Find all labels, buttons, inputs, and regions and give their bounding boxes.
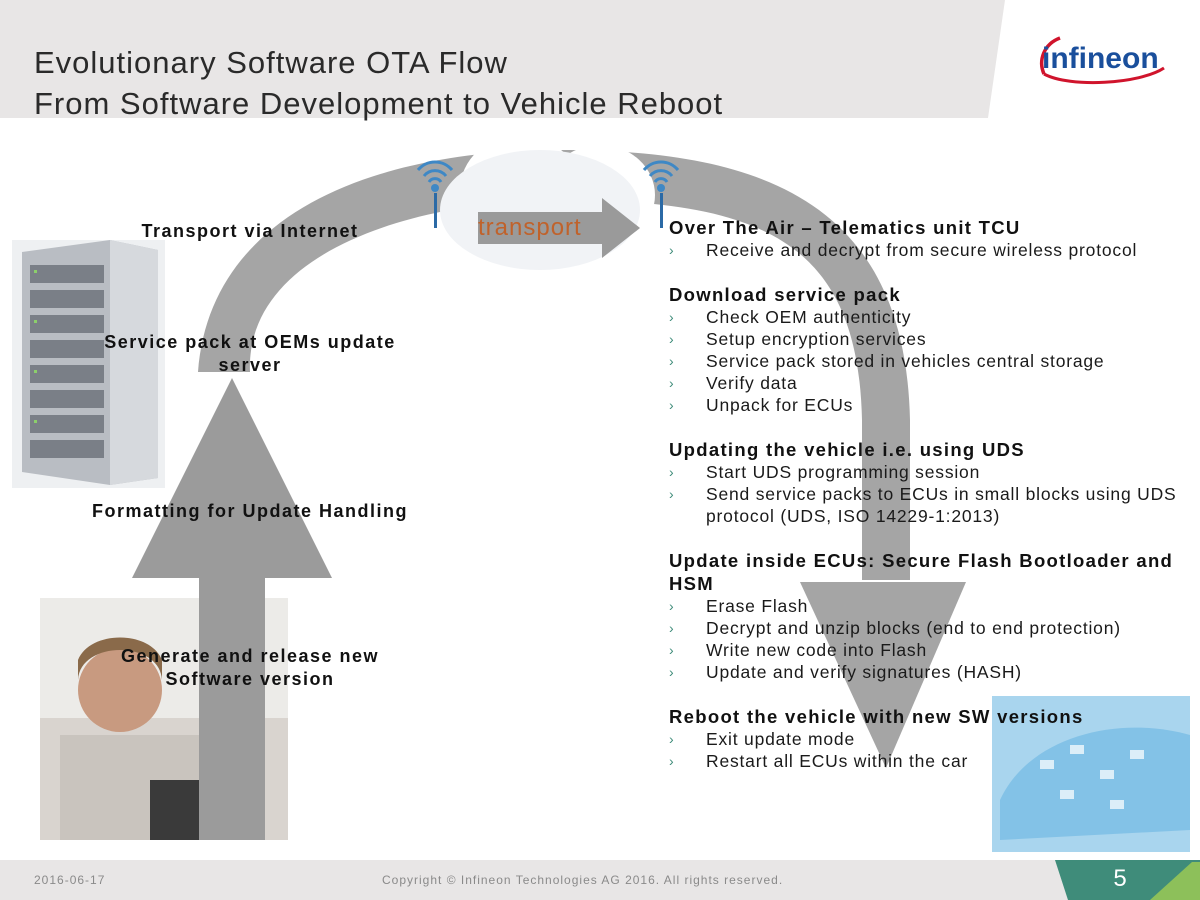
infineon-logo: infineon bbox=[1039, 36, 1165, 85]
item-text: Erase Flash bbox=[706, 596, 809, 616]
section-item: › Setup encryption services bbox=[669, 328, 1179, 350]
title-line-1: Evolutionary Software OTA Flow bbox=[34, 45, 508, 80]
section-item: › Verify data bbox=[669, 372, 1179, 394]
bullet-chevron-icon: › bbox=[669, 486, 675, 502]
section-item: › Receive and decrypt from secure wireles… bbox=[669, 239, 1179, 261]
item-text: Exit update mode bbox=[706, 729, 855, 749]
section-title: Updating the vehicle i.e. using UDS bbox=[669, 439, 1025, 460]
generate-line-2: Software version bbox=[165, 669, 335, 689]
bullet-chevron-icon: › bbox=[669, 397, 675, 413]
page-title: Evolutionary Software OTA Flow From Soft… bbox=[34, 42, 723, 124]
ota-section: Updating the vehicle i.e. using UDS › Star… bbox=[669, 438, 1179, 527]
section-item: › Update and verify signatures (HASH) bbox=[669, 661, 1179, 683]
section-title: Over The Air – Telematics unit TCU bbox=[669, 217, 1021, 238]
section-title: Download service pack bbox=[669, 284, 901, 305]
label-transport: transport bbox=[478, 214, 582, 241]
footer-date: 2016-06-17 bbox=[34, 873, 106, 887]
bullet-chevron-icon: › bbox=[669, 620, 675, 636]
item-text: Check OEM authenticity bbox=[706, 307, 912, 327]
up-arrow-head bbox=[132, 378, 332, 578]
label-formatting: Formatting for Update Handling bbox=[92, 501, 408, 521]
footer-copyright: Copyright © Infineon Technologies AG 201… bbox=[382, 873, 784, 887]
section-item: › Service pack stored in vehicles central… bbox=[669, 350, 1179, 372]
bullet-chevron-icon: › bbox=[669, 353, 675, 369]
ota-steps-list: Over The Air – Telematics unit TCU › Recei… bbox=[669, 216, 1179, 794]
section-item: › Unpack for ECUs bbox=[669, 394, 1179, 416]
label-transport-internet: Transport via Internet bbox=[141, 221, 359, 241]
down-arrow-head bbox=[800, 582, 966, 768]
server-rack-image bbox=[12, 240, 165, 488]
section-item: › Erase Flash bbox=[669, 595, 1179, 617]
section-item: › Start UDS programming session bbox=[669, 461, 1179, 483]
item-text: Write new code into Flash bbox=[706, 640, 928, 660]
section-item: › Restart all ECUs within the car bbox=[669, 750, 1179, 772]
transport-arrow bbox=[478, 198, 640, 258]
label-generate-release: Generate and release new Software versio… bbox=[60, 645, 440, 691]
item-text: Start UDS programming session bbox=[706, 462, 981, 482]
item-text: Restart all ECUs within the car bbox=[706, 751, 969, 771]
item-text: Update and verify signatures (HASH) bbox=[706, 662, 1022, 682]
section-item: › Write new code into Flash bbox=[669, 639, 1179, 661]
bullet-chevron-icon: › bbox=[669, 309, 675, 325]
section-title: Reboot the vehicle with new SW versions bbox=[669, 706, 1084, 727]
page-number: 5 bbox=[1113, 865, 1127, 892]
footer-band bbox=[0, 860, 1200, 900]
item-text: Receive and decrypt from secure wireless… bbox=[706, 240, 1138, 260]
item-text: Setup encryption services bbox=[706, 329, 927, 349]
wifi-antenna-icon bbox=[416, 160, 454, 228]
item-text: Decrypt and unzip blocks (end to end pro… bbox=[706, 618, 1121, 638]
title-line-2: From Software Development to Vehicle Reb… bbox=[34, 86, 724, 121]
service-pack-line-2: server bbox=[218, 355, 282, 375]
ota-section: Download service pack › Check OEM authenti… bbox=[669, 283, 1179, 416]
ota-section: Reboot the vehicle with new SW versions›… bbox=[669, 705, 1179, 772]
ota-section: Update inside ECUs: Secure Flash Bootloa… bbox=[669, 549, 1179, 683]
up-arrow-shaft bbox=[199, 575, 265, 840]
bullet-chevron-icon: › bbox=[669, 598, 675, 614]
bullet-chevron-icon: › bbox=[669, 375, 675, 391]
section-title: Update inside ECUs: Secure Flash Bootloa… bbox=[669, 550, 1174, 594]
car-ecu-image bbox=[992, 696, 1190, 852]
section-item: › Send service packs to ECUs in small blo… bbox=[669, 483, 1179, 527]
generate-line-1: Generate and release new bbox=[120, 646, 380, 666]
bullet-chevron-icon: › bbox=[669, 331, 675, 347]
label-service-pack: Service pack at OEMs update server bbox=[60, 331, 440, 377]
bullet-chevron-icon: › bbox=[669, 242, 675, 258]
ota-section: Over The Air – Telematics unit TCU › Recei… bbox=[669, 216, 1179, 261]
item-text: Verify data bbox=[706, 373, 798, 393]
item-text: Send service packs to ECUs in small bloc… bbox=[706, 484, 1177, 526]
section-item: › Exit update mode bbox=[669, 728, 1179, 750]
bullet-chevron-icon: › bbox=[669, 753, 675, 769]
wifi-antenna-icon bbox=[642, 160, 680, 228]
logo-text: infineon bbox=[1042, 42, 1159, 75]
service-pack-line-1: Service pack at OEMs update bbox=[104, 332, 396, 352]
section-item: › Check OEM authenticity bbox=[669, 306, 1179, 328]
bullet-chevron-icon: › bbox=[669, 664, 675, 680]
item-text: Service pack stored in vehicles central … bbox=[706, 351, 1105, 371]
bullet-chevron-icon: › bbox=[669, 642, 675, 658]
bullet-chevron-icon: › bbox=[669, 464, 675, 480]
item-text: Unpack for ECUs bbox=[706, 395, 854, 415]
section-item: › Decrypt and unzip blocks (end to end pr… bbox=[669, 617, 1179, 639]
header-band bbox=[0, 0, 1005, 118]
bullet-chevron-icon: › bbox=[669, 731, 675, 747]
